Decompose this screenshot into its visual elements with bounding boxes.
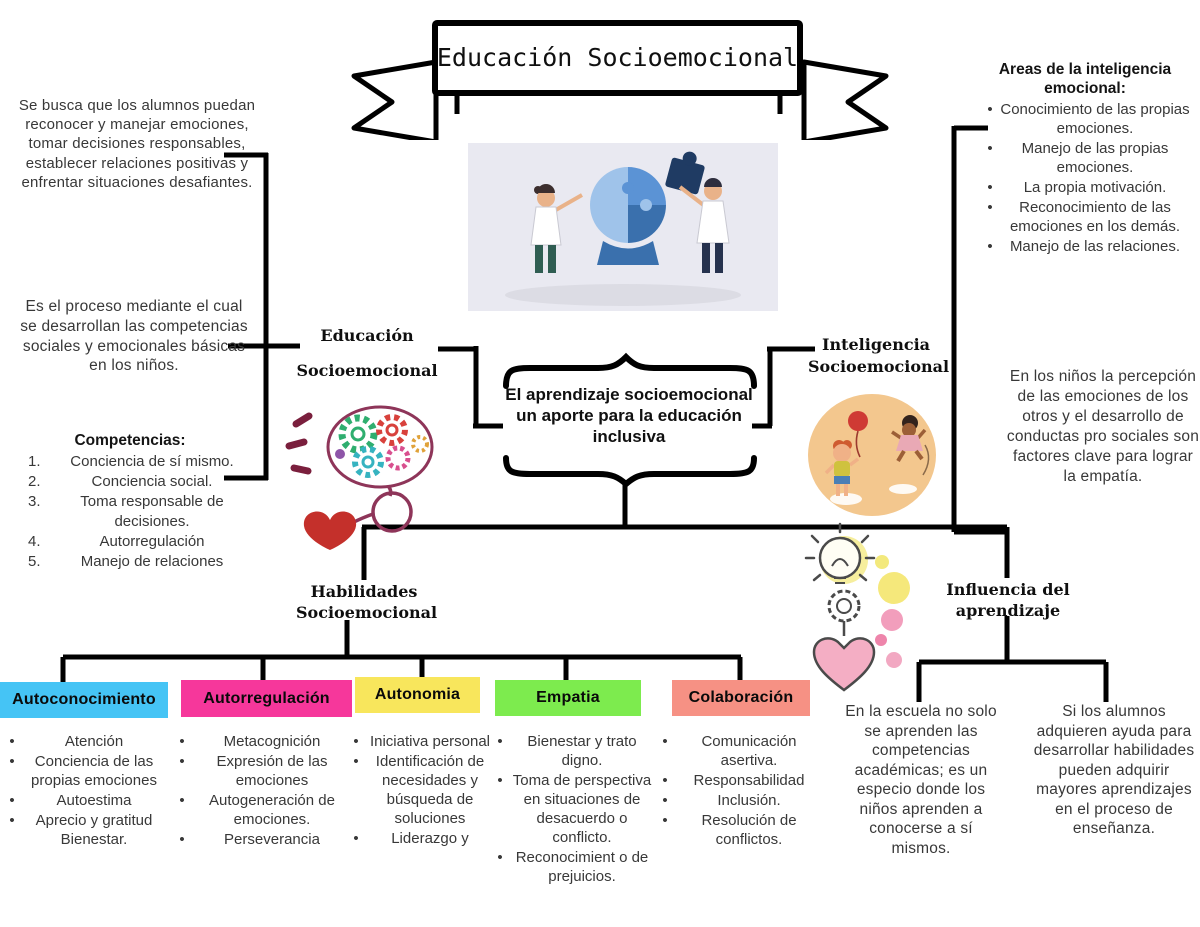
node-inteligencia-socioemocional: Inteligencia Socioemocional [808,335,950,376]
list-item: • Responsabilidad [662,772,805,789]
category-box-autorregulacion: Autorregulación [181,680,352,717]
areas-block: Areas de la inteligencia emocional: • Co… [980,60,1190,257]
list-item: 1. Conciencia de sí mismo. [28,453,234,470]
list-item: • Bienestar y trato digno. [497,733,637,769]
list-item: 4. Autorregulación [28,533,205,550]
list-item: • Toma de perspectiva en situaciones de … [497,772,652,846]
category-box-autoconocimiento: Autoconocimiento [0,682,168,718]
list-item: • La propia motivación. [987,179,1167,196]
autorregulacion-points: • Metacognición • Expresión de las emoci… [172,732,352,850]
ribbon-left-tail [351,59,439,140]
list-item: • Comunicación asertiva. [662,733,797,769]
competencias-list: 1. Conciencia de sí mismo. 2. Conciencia… [18,452,242,572]
brain-gears-illustration [285,405,434,550]
list-item: • Conciencia de las propias emociones [9,753,157,789]
node-habilidades-socioemocional: Habilidades Socioemocional [296,582,438,622]
list-item: • Inclusión. [662,792,781,809]
areas-heading: Areas de la inteligencia emocional: [998,61,1172,97]
title-ribbon [351,20,889,140]
children-playing-illustration [808,394,936,516]
node-influencia-del-aprendizaje: Influencia del aprendizaje [946,580,1070,620]
colaboracion-points: • Comunicación asertiva. • Responsabilid… [655,732,823,850]
lightbulb-heart-illustration [804,522,910,692]
category-box-empatia: Empatia [495,680,641,716]
node-educacion-socioemocional: Educación Socioemocional [296,326,438,380]
competencias-heading: Competencias: [74,432,186,449]
school-paragraph: En la escuela no solo se aprenden las co… [845,703,997,857]
list-item: • Metacognición [179,733,321,750]
list-item: • Iniciativa personal [353,733,491,750]
list-item: • Manejo de las propias emociones. [987,140,1169,176]
page-title: Educación Socioemocional [436,43,799,72]
list-item: • Expresión de las emociones [179,753,328,789]
learning-paragraph: Si los alumnos adquieren ayuda para desa… [1033,703,1195,837]
list-item: • Reconocimiento de las emociones en los… [987,199,1181,235]
list-item: 2. Conciencia social. [28,473,213,490]
category-box-autonomia: Autonomia [355,677,480,713]
list-item: 3. Toma responsable de decisiones. [28,493,224,530]
category-box-colaboracion: Colaboración [672,680,810,716]
puzzle-head-illustration [468,143,778,311]
list-item: • Perseverancia [179,831,320,848]
list-item: 5. Manejo de relaciones [28,553,224,570]
list-item: • Conocimiento de las propias emociones. [987,101,1190,137]
ribbon-right-tail [801,59,889,140]
list-item: • Resolución de conflictos. [662,812,797,848]
list-item: • Identificación de necesidades y búsque… [353,753,485,827]
process-paragraph: Es el proceso mediante el cual se desarr… [20,298,248,375]
title-box [432,20,803,96]
list-item: • Aprecio y gratitud Bienestar. [9,812,153,848]
list-item: • Autogeneración de emociones. [179,792,335,828]
goal-paragraph: Se busca que los alumnos puedan reconoce… [18,97,256,191]
list-item: • Autoestima [9,792,132,809]
autoconocimiento-points: • Atención • Conciencia de las propias e… [2,732,166,850]
empathy-paragraph: En los niños la percepción de las emocio… [1006,368,1200,485]
list-item: • Liderazgo y [353,830,469,847]
brace-bottom [503,455,757,488]
empatia-points: • Bienestar y trato digno. • Toma de per… [490,732,654,887]
areas-list: • Conocimiento de las propias emociones.… [980,100,1190,256]
main-idea-text: El aprendizaje socioemocional un aporte … [505,385,753,446]
list-item: • Reconocimient o de prejuicios. [497,849,649,885]
list-item: • Atención [9,733,124,750]
brace-top [503,352,757,389]
autonomia-points: • Iniciativa personal • Identificación d… [346,732,494,849]
list-item: • Manejo de las relaciones. [987,238,1181,255]
